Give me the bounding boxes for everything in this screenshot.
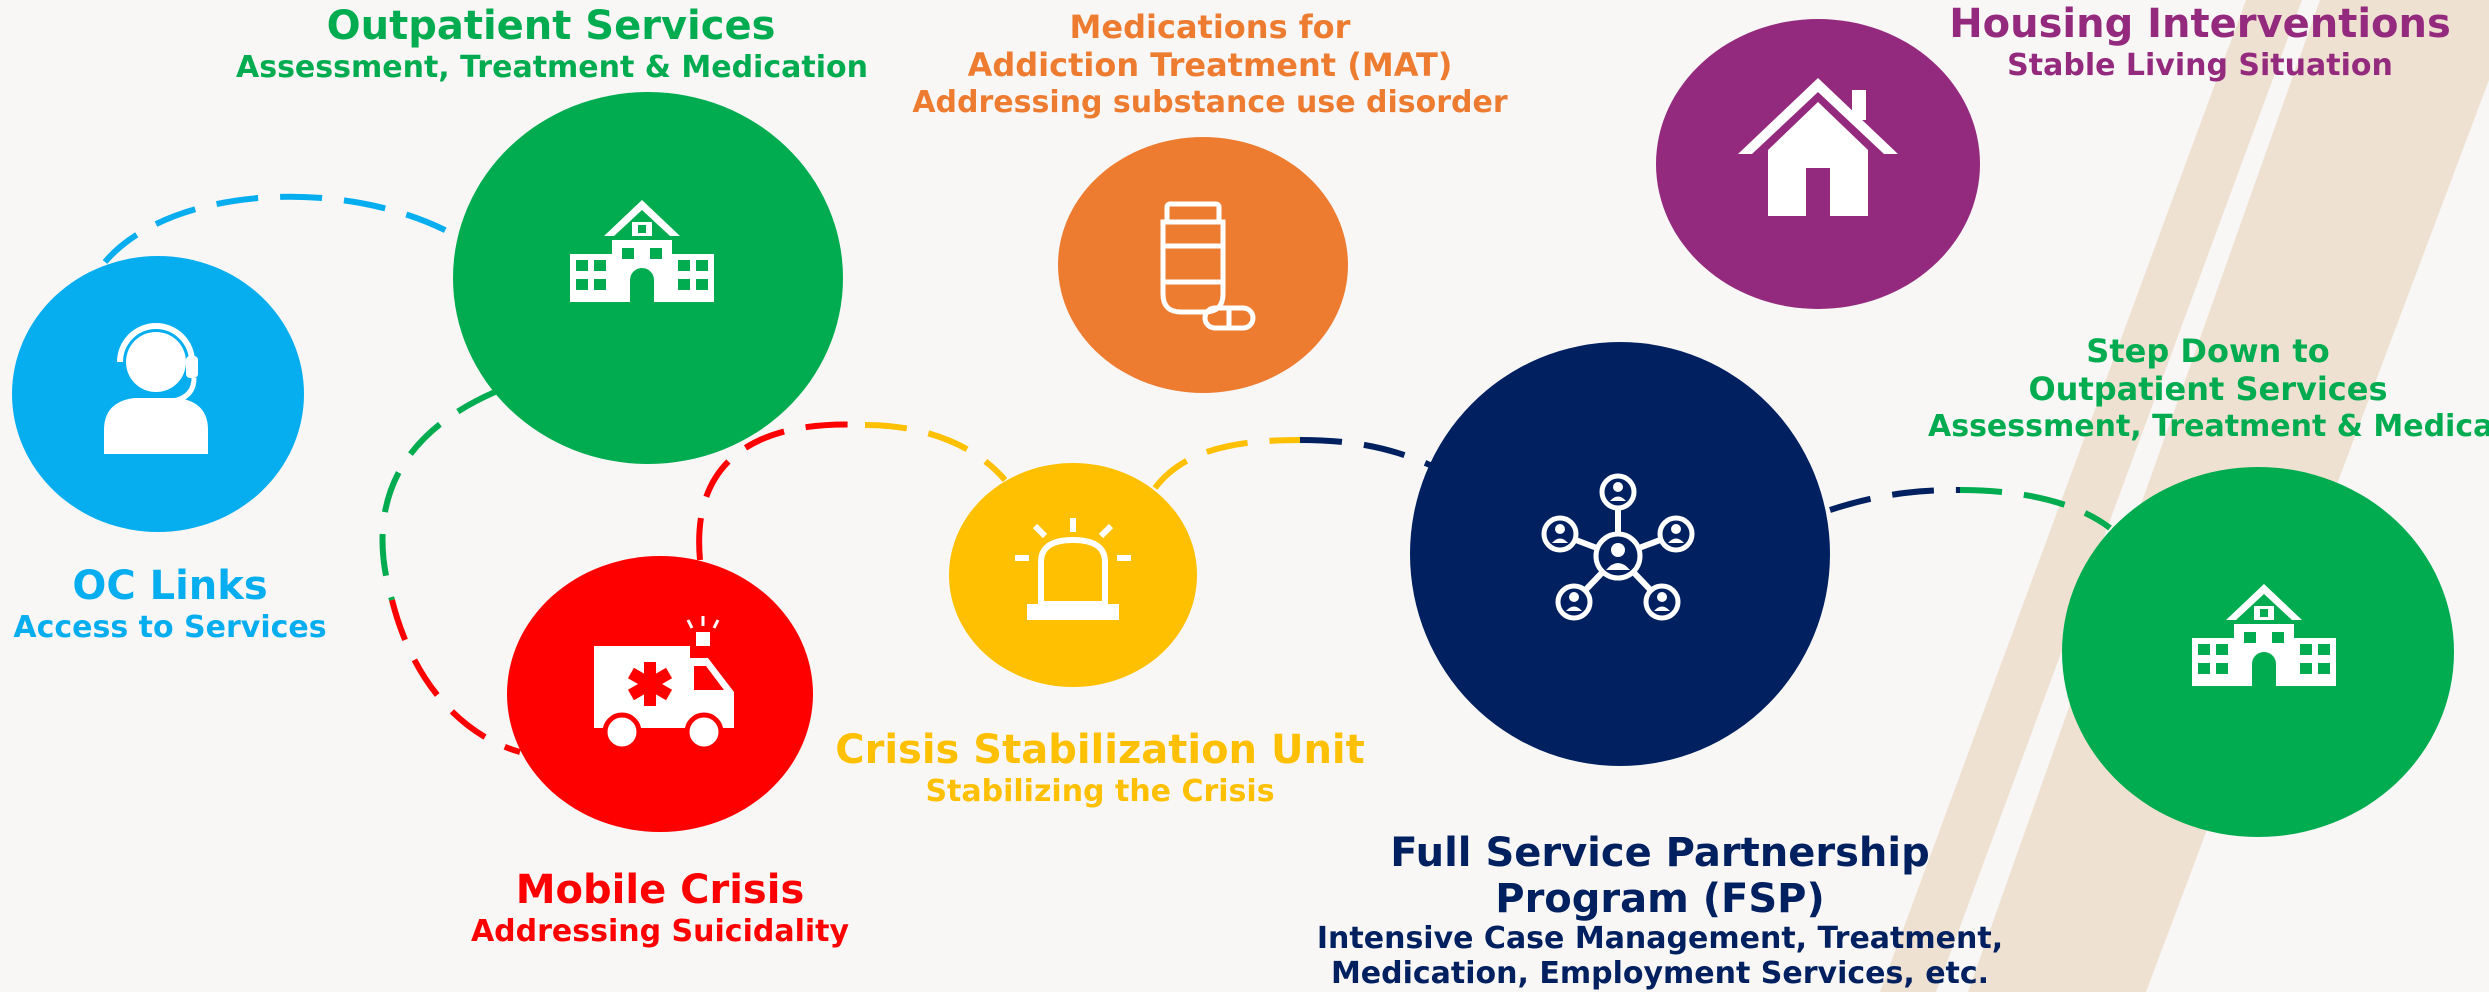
mat-title-line1: Medications for (1069, 8, 1351, 46)
fsp-subtitle-line2: Medication, Employment Services, etc. (1330, 955, 1990, 991)
house-icon (1738, 78, 1898, 216)
step-down-title-line2: Outpatient Services (2028, 370, 2388, 409)
node-oc-links (12, 256, 304, 532)
siren-icon (1015, 518, 1131, 620)
headset-person-icon (104, 323, 208, 454)
oc-links-label: OC Links Access to Services (0, 562, 340, 646)
connector-mobile-crisis-to-crisis-unit-yellow (864, 422, 1008, 482)
connector-oc-links-to-outpatient (102, 193, 462, 264)
step-down-label: Step Down to Outpatient Services Assessm… (1928, 332, 2489, 445)
connectors (102, 193, 2112, 755)
node-fsp (1410, 342, 1830, 766)
fsp-subtitle-line1: Intensive Case Management, Treatment, (1316, 921, 2004, 956)
housing-title: Housing Interventions (1949, 1, 2451, 47)
network-people-icon (1541, 473, 1695, 621)
node-mat (1058, 137, 1348, 393)
outpatient-subtitle: Assessment, Treatment & Medication (236, 50, 868, 85)
mobile-crisis-title: Mobile Crisis (515, 867, 805, 913)
crisis-unit-subtitle: Stabilizing the Crisis (925, 774, 1275, 809)
housing-subtitle: Stable Living Situation (2007, 48, 2393, 83)
mat-circle (1058, 137, 1348, 393)
connector-fsp-to-step-down-green (1959, 487, 2112, 531)
fsp-title-line1: Full Service Partnership (1390, 830, 1930, 876)
node-step-down (2062, 467, 2454, 837)
connector-crisis-unit-to-fsp-yellow (1152, 437, 1301, 490)
ambulance-icon (594, 616, 734, 752)
background-stripe (1880, 0, 2302, 992)
mat-label: Medications for Addiction Treatment (MAT… (900, 8, 1520, 121)
node-crisis-unit (949, 463, 1197, 687)
connector-fsp-to-step-down-navy (1829, 487, 1961, 513)
mobile-crisis-label: Mobile Crisis Addressing Suicidality (420, 866, 900, 950)
housing-label: Housing Interventions Stable Living Situ… (1880, 0, 2489, 84)
oc-links-circle (12, 256, 304, 532)
oc-links-subtitle: Access to Services (13, 610, 327, 645)
outpatient-label: Outpatient Services Assessment, Treatmen… (236, 2, 868, 86)
step-down-subtitle: Assessment, Treatment & Medication (1928, 408, 2489, 444)
mat-title-line2: Addiction Treatment (MAT) (967, 46, 1453, 85)
mat-subtitle: Addressing substance use disorder (912, 84, 1508, 120)
node-outpatient (453, 92, 843, 464)
outpatient-title: Outpatient Services (326, 3, 776, 49)
oc-links-title: OC Links (72, 563, 268, 609)
crisis-unit-title: Crisis Stabilization Unit (835, 727, 1365, 773)
connector-mobile-crisis-to-crisis-unit-red (696, 421, 866, 561)
connector-outpatient-to-mobile-crisis-green (379, 389, 497, 601)
fsp-title-line2: Program (FSP) (1495, 876, 1825, 922)
crisis-unit-label: Crisis Stabilization Unit Stabilizing th… (820, 726, 1380, 810)
step-down-title-line1: Step Down to (2086, 332, 2330, 370)
crisis-unit-circle (949, 463, 1197, 687)
mobile-crisis-subtitle: Addressing Suicidality (470, 914, 850, 949)
connector-crisis-unit-to-fsp-navy (1299, 437, 1432, 468)
node-housing (1656, 19, 1980, 309)
node-mobile-crisis (507, 556, 813, 832)
pill-bottle-icon (1160, 201, 1256, 331)
fsp-label: Full Service Partnership Program (FSP) I… (1310, 830, 2010, 991)
connector-outpatient-to-mobile-crisis-red (389, 599, 521, 755)
